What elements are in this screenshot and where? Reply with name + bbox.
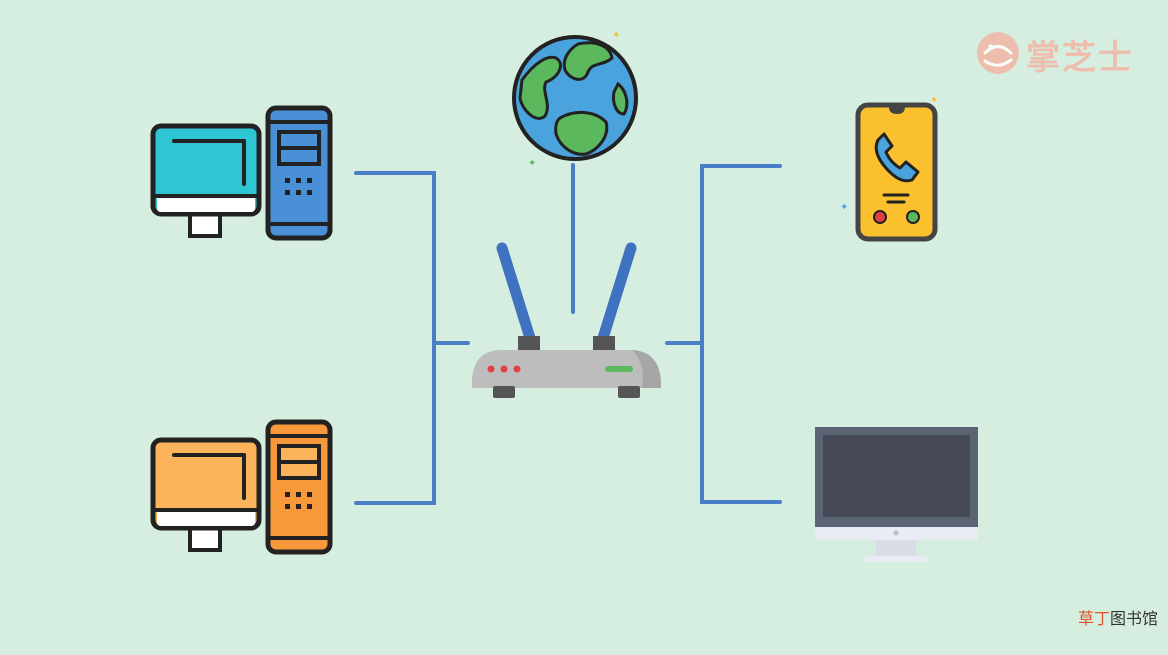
connector-left-bracket [354, 171, 436, 505]
monitor-icon [815, 427, 978, 562]
svg-text:✦: ✦ [840, 202, 848, 213]
svg-text:✦: ✦ [930, 95, 938, 106]
router-icon [471, 242, 662, 398]
brand-logo-text: 掌芝士 [1026, 38, 1134, 78]
watermark: 草丁图书馆 [1078, 605, 1158, 629]
svg-text:✦: ✦ [528, 158, 536, 169]
desktop-computer-teal-icon [150, 105, 333, 241]
smartphone-icon: ✦ ✦ [840, 95, 938, 242]
watermark-part1: 草丁 [1077, 609, 1110, 628]
connector-right-bracket [700, 164, 782, 504]
brand-logo-icon [977, 32, 1019, 74]
connector-lines [354, 163, 782, 505]
desktop-computer-orange-icon [150, 419, 333, 555]
watermark-part2: 图书馆 [1109, 609, 1158, 628]
svg-text:✦: ✦ [612, 30, 620, 41]
globe-icon: ✦ ✦ [512, 30, 638, 169]
